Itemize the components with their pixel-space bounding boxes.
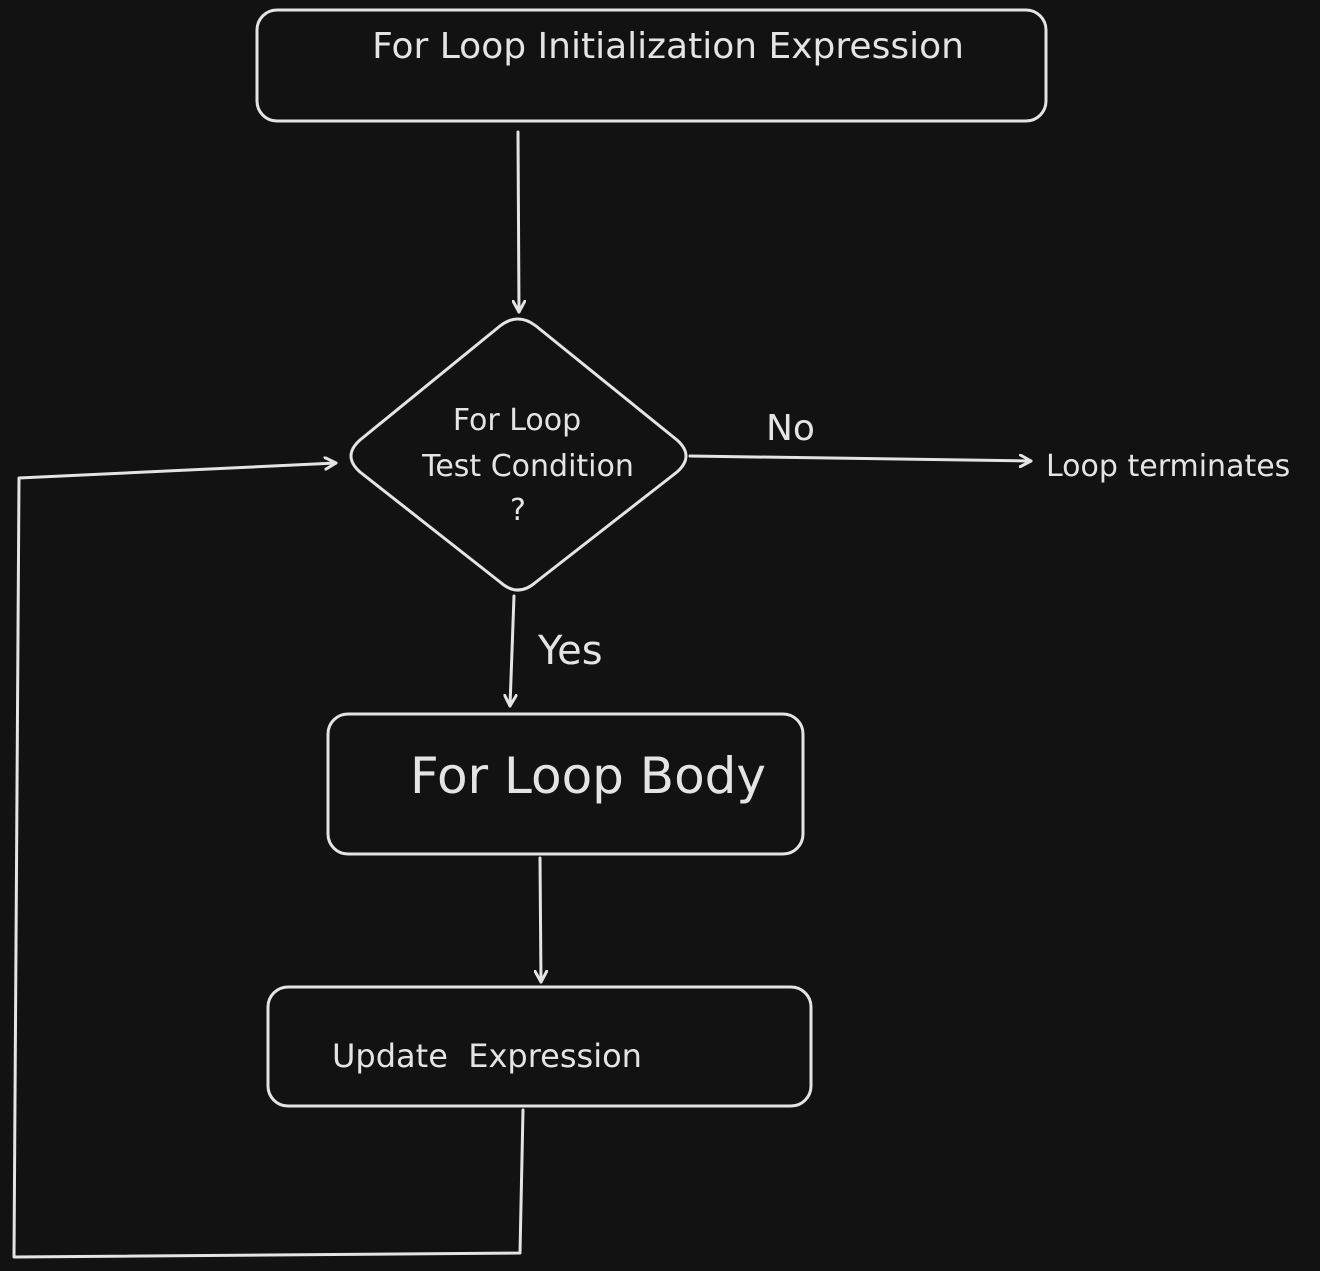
body-box (326, 712, 805, 856)
init-label: For Loop Initialization Expression (372, 26, 964, 67)
arrow-body-to-update (540, 856, 541, 984)
init-node: For Loop Initialization Expression (255, 8, 1048, 123)
terminate-label: Loop terminates (1046, 449, 1290, 484)
condition-diamond (349, 317, 688, 592)
condition-line-1: For Loop (453, 403, 581, 438)
condition-line-3: ? (510, 493, 526, 528)
arrow-yes-branch (510, 594, 514, 708)
condition-node: For Loop Test Condition ? (349, 317, 688, 592)
update-node: Update Expression (266, 985, 813, 1108)
arrow-no-branch (688, 456, 1033, 461)
arrow-loop-back (12, 463, 525, 1259)
arrow-init-to-condition (518, 130, 519, 314)
body-node: For Loop Body (326, 712, 805, 856)
no-label: No (766, 408, 815, 449)
update-label: Update Expression (332, 1037, 642, 1075)
body-label: For Loop Body (410, 747, 766, 805)
init-box (255, 8, 1048, 123)
update-box (266, 985, 813, 1108)
condition-line-2: Test Condition (421, 449, 634, 484)
yes-label: Yes (537, 628, 603, 674)
